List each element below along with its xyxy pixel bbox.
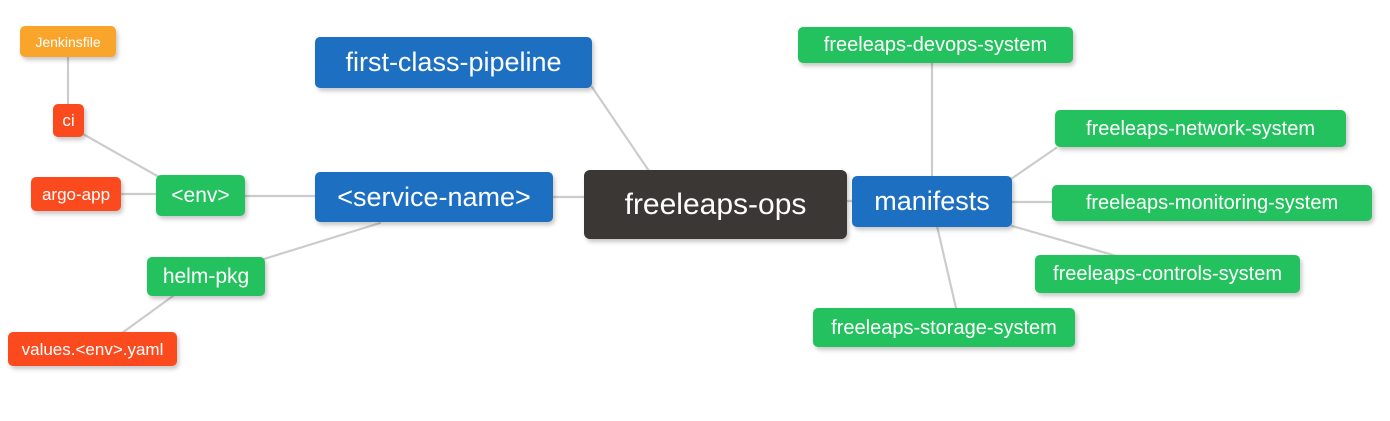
node-env[interactable]: <env>	[156, 175, 245, 216]
edge-line	[120, 294, 175, 335]
edge-line	[81, 132, 161, 179]
node-jenkinsfile[interactable]: Jenkinsfile	[20, 26, 116, 57]
node-argo-app[interactable]: argo-app	[31, 177, 121, 211]
edge-line	[1010, 224, 1122, 259]
node-freeleaps-monitoring-system[interactable]: freeleaps-monitoring-system	[1052, 185, 1372, 221]
node-helm-pkg[interactable]: helm-pkg	[147, 257, 265, 296]
node-freeleaps-storage-system[interactable]: freeleaps-storage-system	[813, 308, 1075, 347]
node-freeleaps-network-system[interactable]: freeleaps-network-system	[1055, 110, 1346, 147]
edge-line	[1009, 146, 1058, 181]
edge-line	[935, 224, 958, 310]
node-service-name[interactable]: <service-name>	[315, 172, 553, 222]
node-ci[interactable]: ci	[53, 104, 84, 137]
edge-line	[590, 85, 651, 173]
node-values-env-yaml[interactable]: values.<env>.yaml	[8, 332, 177, 366]
edge-line	[262, 221, 382, 261]
node-freeleaps-devops-system[interactable]: freeleaps-devops-system	[798, 27, 1073, 63]
node-first-class-pipeline[interactable]: first-class-pipeline	[315, 37, 592, 88]
node-freeleaps-ops-root[interactable]: freeleaps-ops	[584, 170, 847, 239]
node-freeleaps-controls-system[interactable]: freeleaps-controls-system	[1035, 255, 1300, 293]
node-manifests[interactable]: manifests	[852, 176, 1012, 227]
